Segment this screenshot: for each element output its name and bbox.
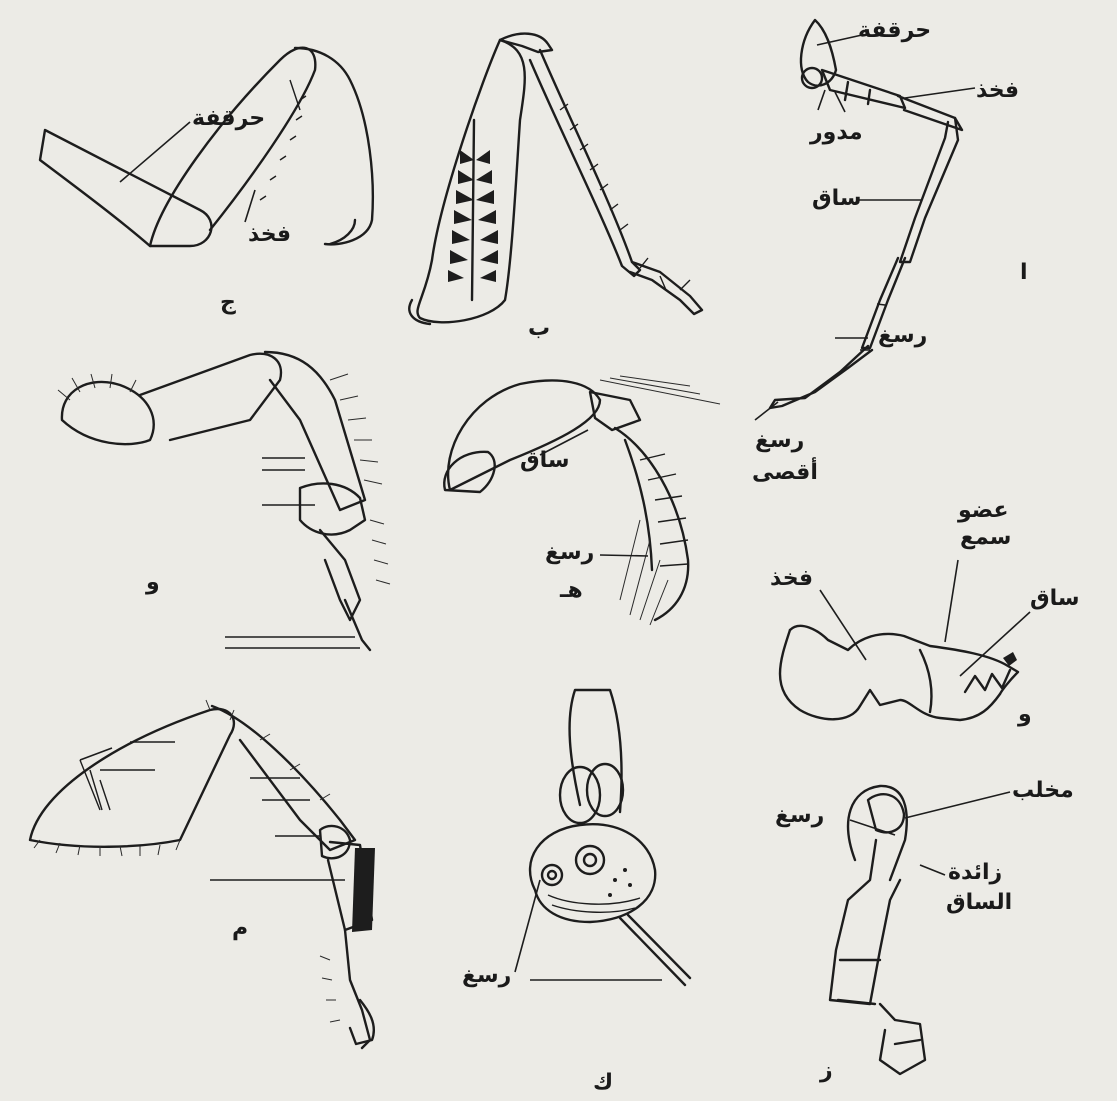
figure-a-tarsus-label: رسغ [878, 325, 927, 347]
figure-w-right-tibia-label: ساق [1030, 588, 1080, 610]
figure-a-pretarsus-label-2: أقصى [752, 462, 818, 484]
figure-z-claw-label: مخلب [1012, 780, 1074, 802]
figure-w-right-organ-label-1: عضو [958, 500, 1009, 522]
figure-w-right-letter: و [1018, 704, 1032, 726]
figure-z-letter: ز [820, 1060, 833, 1082]
figure-j-letter: ج [220, 292, 236, 314]
figure-k-letter: ك [593, 1072, 613, 1094]
figure-m-leg [30, 700, 375, 1048]
figure-h-tibia-label: ساق [520, 450, 570, 472]
figure-j-coxa-label: حرقفة [192, 108, 265, 130]
figure-b-letter: ب [528, 318, 550, 340]
figure-a-pretarsus-label-1: رسغ [755, 430, 804, 452]
figure-h-tarsus-label: رسغ [545, 542, 594, 564]
figure-a-letter: ا [1020, 262, 1028, 284]
figure-w-left-letter: و [146, 572, 160, 594]
figure-k-tarsus-label: رسغ [462, 965, 511, 987]
figure-z-spur-label-2: الساق [946, 892, 1012, 914]
figure-w-right-femur-label: فخذ [770, 568, 813, 590]
figure-w-right-leg [780, 560, 1030, 720]
figure-z-spur-label-1: زائدة [948, 862, 1002, 884]
figure-a-tibia-label: ساق [812, 188, 862, 210]
figure-z-tarsus-label: رسغ [775, 805, 824, 827]
figure-a-coxa-label: حرقفة [858, 20, 931, 42]
figure-j-femur-label: فخذ [248, 224, 291, 246]
figure-w-right-organ-label-2: سمع [960, 527, 1011, 549]
figure-z-leg [830, 786, 1010, 1074]
figure-h-letter: هـ [560, 580, 583, 602]
figure-a-leg [755, 20, 975, 420]
figure-a-femur-label: فخذ [976, 80, 1019, 102]
figure-a-trochanter-label: مدور [810, 122, 863, 144]
figure-b-leg [409, 34, 702, 324]
figure-m-letter: م [232, 918, 248, 940]
figure-j-leg [40, 48, 373, 246]
figure-k-leg [515, 690, 690, 985]
figure-w-left-leg [58, 352, 390, 650]
